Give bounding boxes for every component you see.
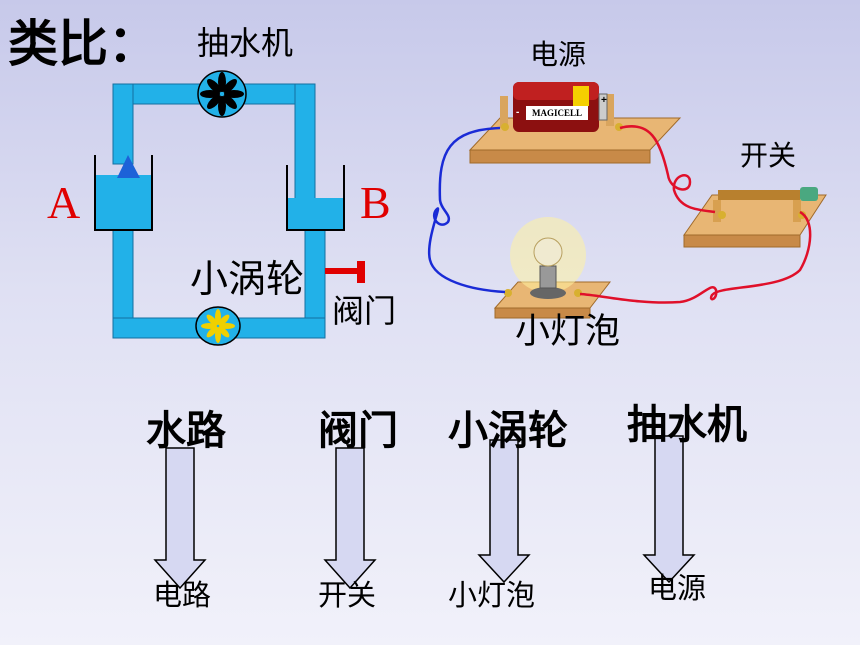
arrow-1 — [153, 447, 207, 590]
battery-brand: MAGICELL — [531, 108, 582, 118]
switch-icon — [683, 187, 827, 248]
bulb-label: 小灯泡 — [515, 312, 621, 352]
valve-label: 阀门 — [332, 292, 397, 330]
analogy-water-2: 阀门 — [318, 408, 398, 454]
pump-icon — [197, 70, 247, 118]
arrow-2 — [323, 447, 377, 590]
analogy-electric-1: 电路 — [153, 578, 212, 612]
tank-b — [286, 165, 345, 231]
blue-wire — [427, 126, 506, 294]
pump-label: 抽水机 — [197, 24, 294, 62]
page-title: 类比： — [8, 15, 158, 73]
bulb-icon — [510, 217, 586, 299]
turbine-label: 小涡轮 — [190, 257, 305, 301]
arrow-4 — [642, 435, 696, 584]
circuit-wires — [427, 125, 812, 304]
analogy-water-1: 水路 — [146, 408, 226, 454]
analogy-water-3: 小涡轮 — [448, 408, 568, 454]
analogy-electric-3: 小灯泡 — [448, 578, 536, 612]
analogy-electric-4: 电源 — [648, 571, 707, 605]
point-a-label: A — [47, 177, 81, 228]
tank-a — [94, 155, 153, 231]
valve-icon — [325, 261, 365, 283]
analogy-water-4: 抽水机 — [627, 402, 747, 448]
turbine-icon — [195, 306, 241, 346]
red-wire-bottom — [579, 210, 812, 304]
battery-icon — [513, 82, 608, 132]
switch-label: 开关 — [740, 139, 797, 172]
battery-plus-sign: + — [601, 95, 607, 106]
arrow-3 — [477, 439, 531, 584]
left-upper-pipe — [112, 83, 134, 165]
source-label: 电源 — [530, 38, 587, 71]
point-b-label: B — [360, 177, 391, 228]
battery-minus-sign: - — [516, 107, 520, 118]
red-wire-top — [619, 125, 716, 214]
analogy-electric-2: 开关 — [318, 578, 377, 612]
